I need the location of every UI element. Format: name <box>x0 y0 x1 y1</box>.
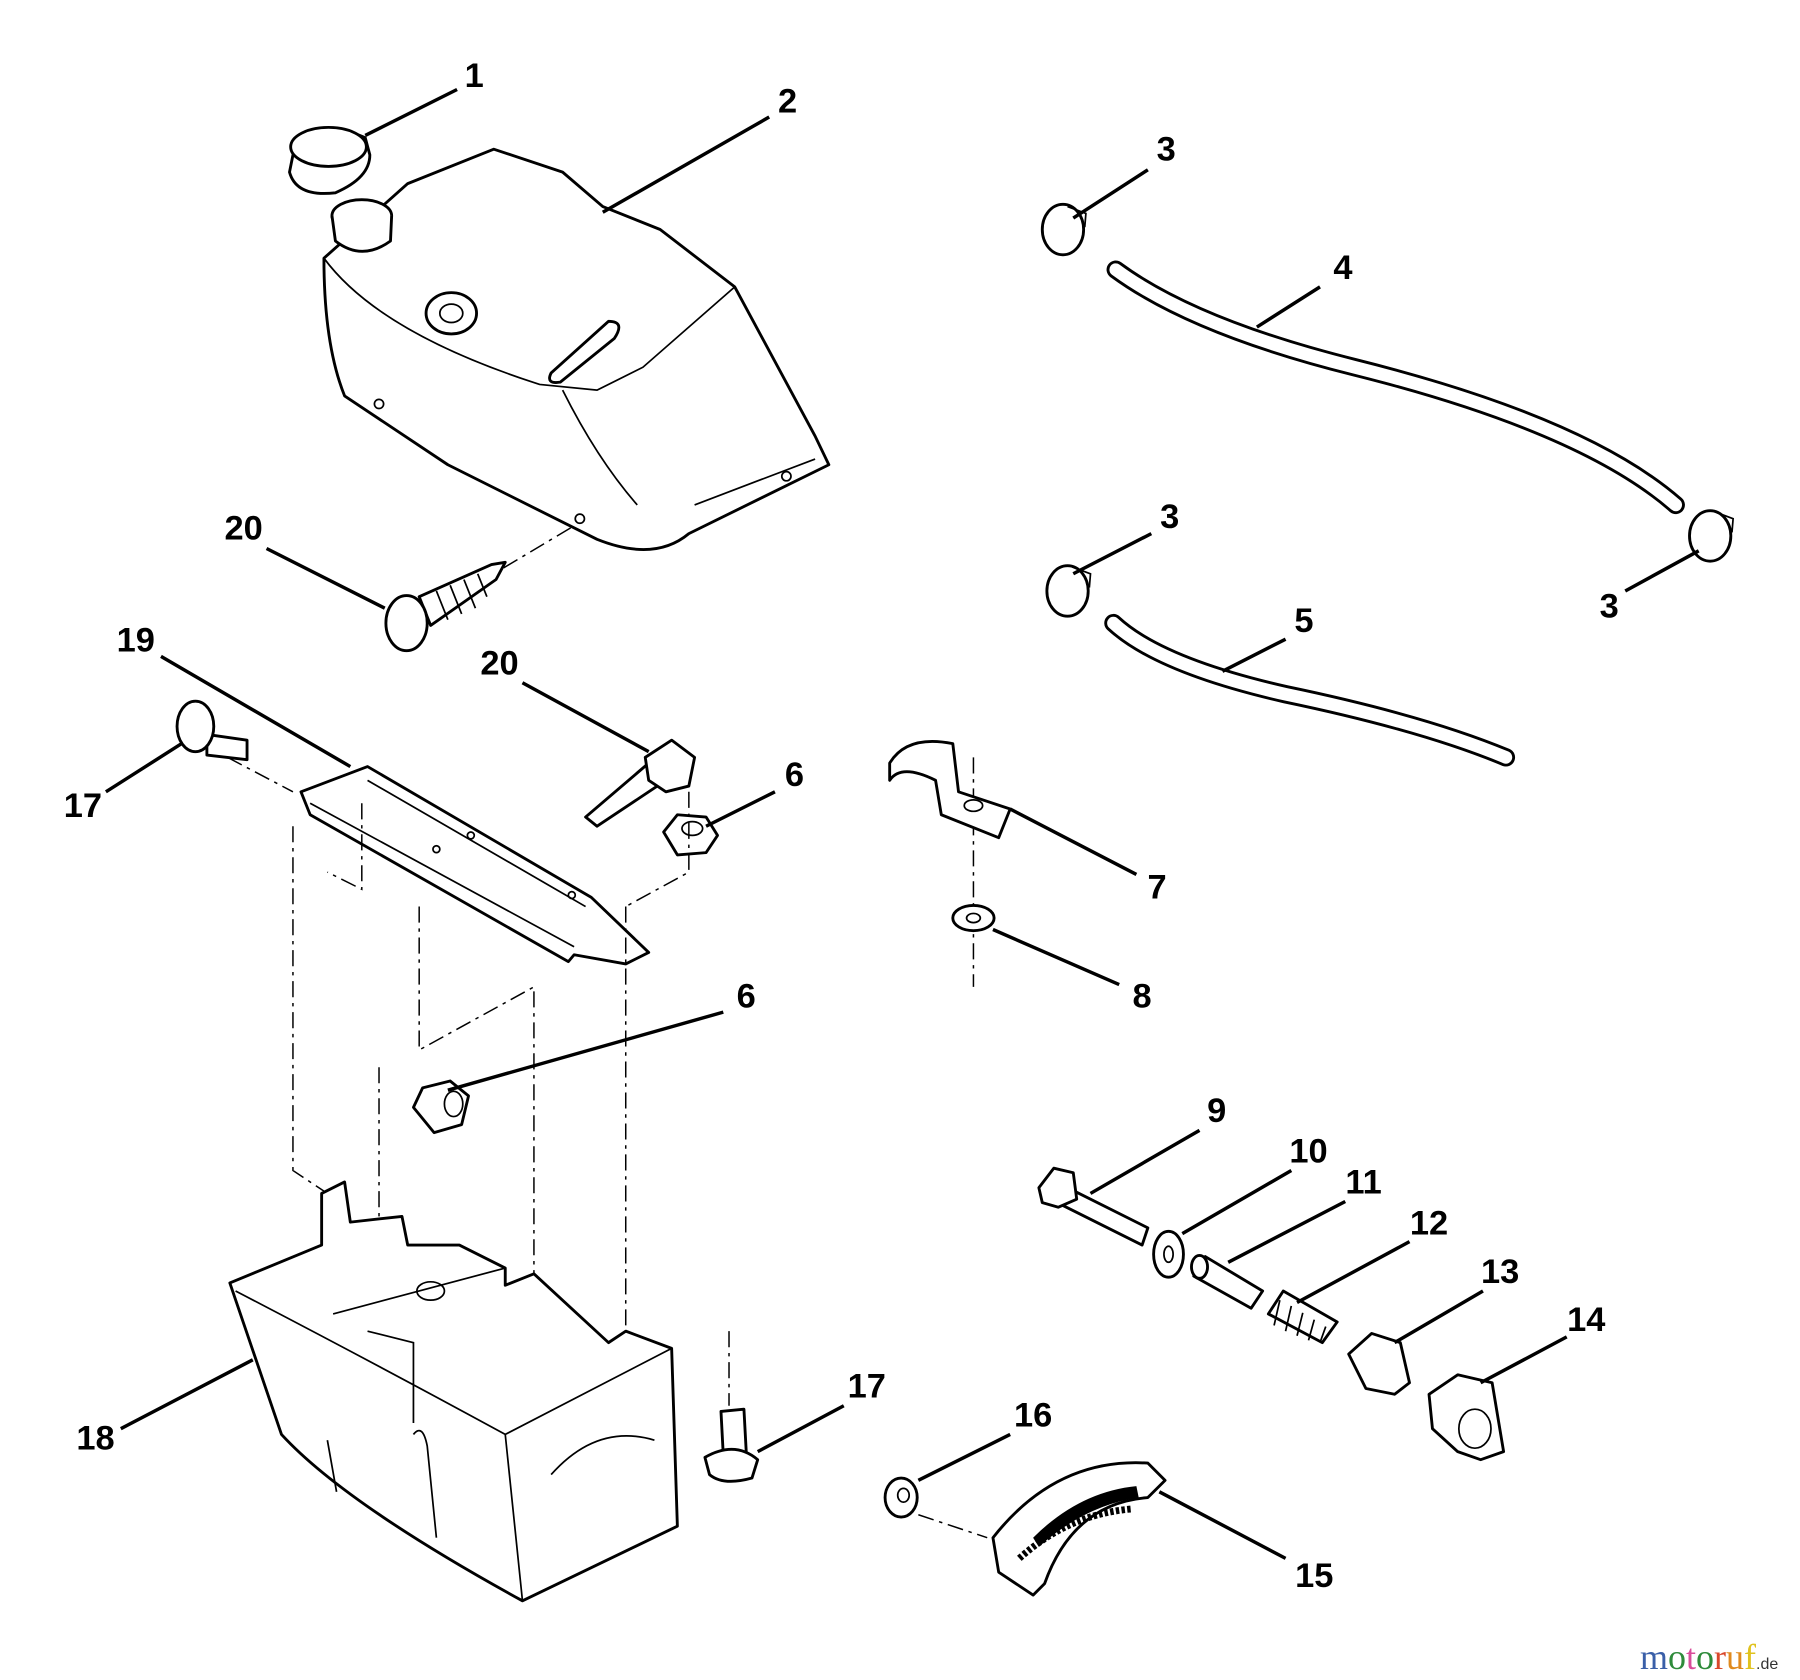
support-bracket <box>299 765 651 966</box>
callout-8: 8 <box>1133 977 1152 1015</box>
hose-clamp <box>1045 564 1092 618</box>
bracket <box>1347 1332 1411 1396</box>
callout-20: 20 <box>480 645 518 683</box>
callout-14: 14 <box>1567 1301 1605 1339</box>
hex-nut <box>662 813 719 857</box>
callout-12: 12 <box>1410 1205 1448 1243</box>
leader-lines <box>104 87 1700 1560</box>
callout-10: 10 <box>1289 1132 1327 1170</box>
callout-16: 16 <box>1014 1396 1052 1434</box>
fuel-hose <box>1106 260 1685 515</box>
fuel-hose <box>1104 613 1516 767</box>
callout-5: 5 <box>1294 602 1313 640</box>
callout-17: 17 <box>848 1368 886 1406</box>
callout-3: 3 <box>1157 131 1176 169</box>
hose-clip <box>888 739 1012 840</box>
fuel-cap <box>288 125 372 195</box>
throttle-plate <box>991 1461 1167 1597</box>
callout-19: 19 <box>117 622 155 660</box>
spring <box>1266 1289 1339 1345</box>
fuel-tank <box>322 147 831 551</box>
callout-3: 3 <box>1160 498 1179 536</box>
washer <box>1152 1229 1185 1279</box>
callout-7: 7 <box>1147 868 1166 906</box>
callout-15: 15 <box>1295 1557 1333 1595</box>
screw <box>175 699 249 762</box>
hose-clamp <box>1688 509 1735 563</box>
nut <box>883 1476 919 1519</box>
bolt <box>1037 1166 1150 1247</box>
hose-clamp <box>1040 202 1087 257</box>
callout-6: 6 <box>785 756 804 794</box>
callout-2: 2 <box>778 82 797 120</box>
watermark-letter: f <box>1744 1637 1757 1677</box>
callout-6: 6 <box>737 977 756 1015</box>
callout-11: 11 <box>1345 1163 1381 1201</box>
watermark-letter: r <box>1714 1637 1727 1677</box>
callout-13: 13 <box>1481 1253 1519 1291</box>
callout-3: 3 <box>1600 587 1619 625</box>
watermark-letter: m <box>1640 1637 1669 1677</box>
callout-9: 9 <box>1207 1092 1226 1130</box>
callout-20: 20 <box>224 509 262 547</box>
watermark-letter: u <box>1726 1637 1745 1677</box>
hex-nut <box>412 1079 470 1135</box>
callout-4: 4 <box>1333 249 1352 287</box>
callout-labels: 1 2 3 4 3 5 3 20 19 20 17 6 7 8 6 9 10 1… <box>64 57 1619 1595</box>
lever-mount <box>1427 1373 1506 1462</box>
watermark-logo: motoruf.de <box>1640 1637 1779 1677</box>
callout-1: 1 <box>465 57 484 95</box>
spacer <box>1190 1253 1265 1310</box>
watermark-letter: t <box>1686 1637 1697 1677</box>
callout-18: 18 <box>76 1419 114 1457</box>
watermark-letter: o <box>1696 1637 1715 1677</box>
dash-panel <box>228 1180 679 1603</box>
watermark-letter: o <box>1668 1637 1687 1677</box>
washer <box>951 903 996 933</box>
screw <box>703 1407 760 1483</box>
screw <box>384 560 507 653</box>
callout-17: 17 <box>64 787 102 825</box>
screw <box>584 738 697 828</box>
